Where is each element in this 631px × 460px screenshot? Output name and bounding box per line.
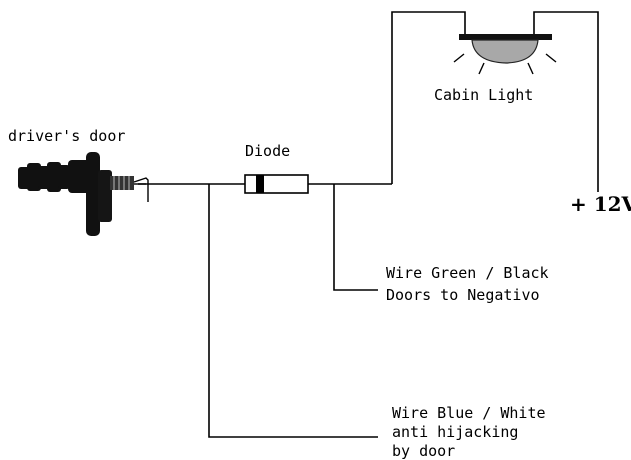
wire-to-cabin-light	[391, 11, 466, 184]
supply-voltage-label: + 12V	[570, 192, 631, 216]
diode-label: Diode	[245, 142, 290, 160]
diode-icon	[244, 174, 309, 194]
wire-blue-white	[208, 184, 378, 438]
cabin-light-icon	[453, 34, 557, 75]
blue-white-description-2: by door	[392, 442, 455, 460]
drivers-door-label: driver's door	[8, 127, 125, 145]
wire-green-black	[333, 184, 378, 291]
blue-white-description-1: anti hijacking	[392, 423, 518, 441]
green-black-description: Doors to Negativo	[386, 286, 540, 304]
door-switch-icon	[18, 152, 149, 236]
green-black-wire-label: Wire Green / Black	[386, 264, 549, 282]
wires	[138, 11, 599, 438]
cabin-light-label: Cabin Light	[434, 86, 533, 104]
blue-white-wire-label: Wire Blue / White	[392, 404, 546, 422]
wire-lamp-to-supply	[533, 11, 599, 192]
